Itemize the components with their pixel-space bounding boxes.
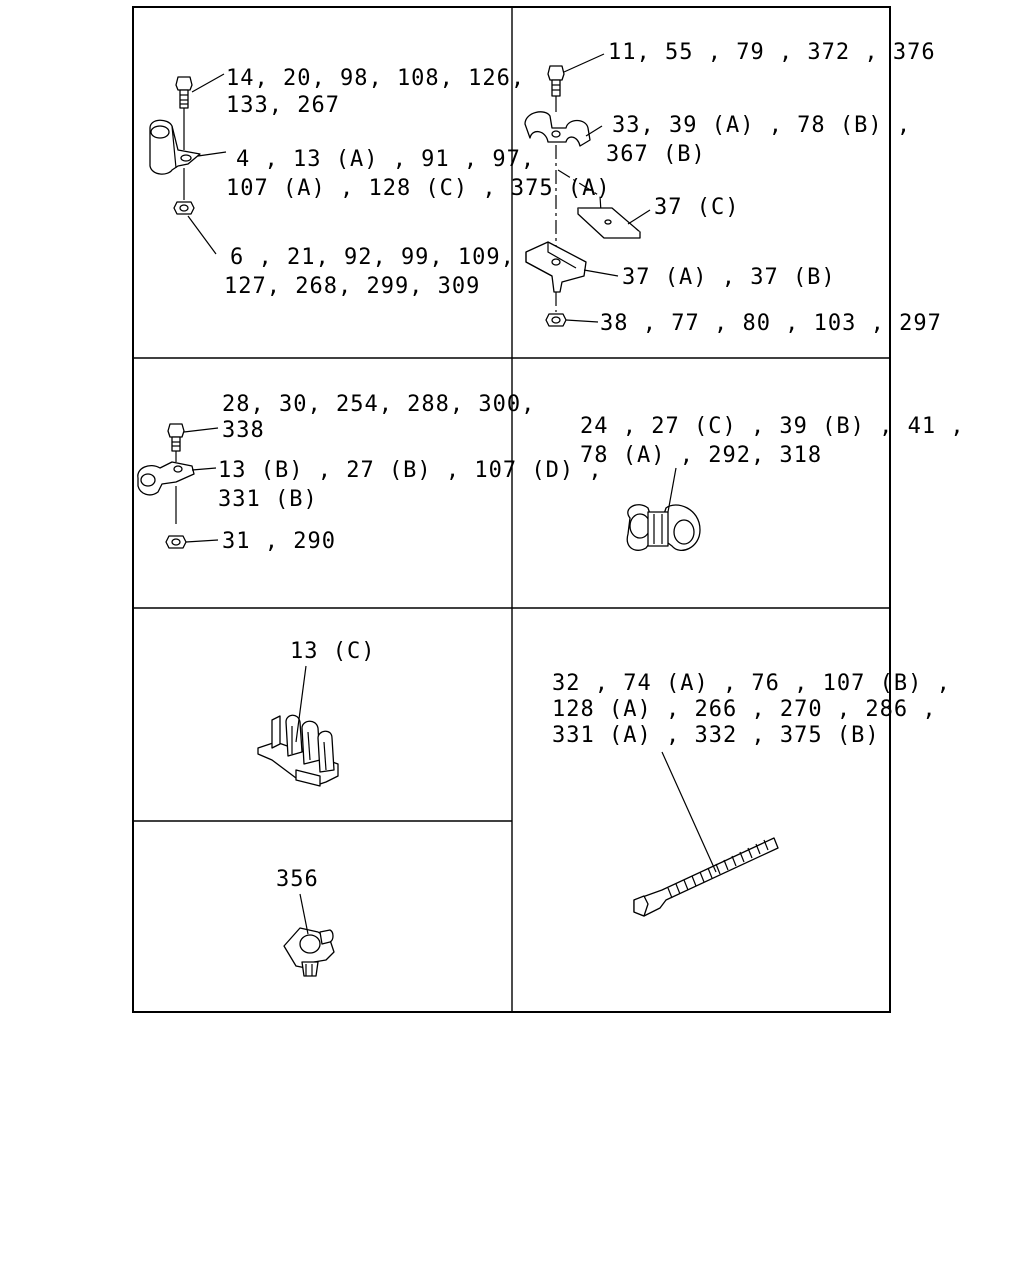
bolt-icon	[175, 76, 193, 150]
label-plate-parts: 37 (C)	[654, 195, 739, 220]
panel-1: 14, 20, 98, 108, 126,133, 267 4 , 13 (A)…	[149, 66, 611, 299]
label-bolt-parts: 28, 30, 254, 288, 300,338	[222, 392, 535, 443]
label-clamp-parts: 4 , 13 (A) , 91 , 97,107 (A) , 128 (C) ,…	[226, 147, 611, 201]
label-nut-parts: 38 , 77 , 80 , 103 , 297	[600, 311, 942, 336]
push-clip-icon	[283, 927, 335, 977]
label-bracket-parts: 37 (A) , 37 (B)	[622, 265, 836, 290]
label-tie-parts: 32 , 74 (A) , 76 , 107 (B) ,128 (A) , 26…	[552, 671, 951, 748]
label-bolt-parts: 11, 55 , 79 , 372 , 376	[608, 40, 936, 65]
panel-4: 24 , 27 (C) , 39 (B) , 41 ,78 (A) , 292,…	[580, 414, 965, 551]
cable-tie-icon	[633, 837, 779, 917]
label-clamp-parts: 33, 39 (A) , 78 (B) ,367 (B)	[606, 113, 911, 167]
label-clamp-parts: 13 (B) , 27 (B) , 107 (D) ,331 (B)	[218, 458, 603, 512]
p-clamp-icon	[149, 119, 201, 175]
nut-icon	[165, 535, 187, 549]
panel-7: 32 , 74 (A) , 76 , 107 (B) ,128 (A) , 26…	[552, 671, 951, 917]
panel-3: 28, 30, 254, 288, 300,338 13 (B) , 27 (B…	[137, 392, 603, 554]
plate-icon	[577, 207, 641, 239]
nut-icon	[545, 313, 567, 327]
label-nut-parts: 6 , 21, 92, 99, 109,127, 268, 299, 309	[224, 245, 515, 299]
bolt-icon	[167, 423, 185, 462]
label-bolt-parts: 14, 20, 98, 108, 126,133, 267	[226, 66, 525, 118]
bracket-icon	[525, 241, 587, 293]
multi-clip-icon	[257, 714, 339, 787]
panel-2: 11, 55 , 79 , 372 , 376 33, 39 (A) , 78 …	[524, 40, 942, 336]
label-clip-parts: 24 , 27 (C) , 39 (B) , 41 ,78 (A) , 292,…	[580, 414, 965, 468]
nut-icon	[173, 201, 195, 215]
label-clip-parts: 13 (C)	[290, 639, 375, 664]
label-nut-parts: 31 , 290	[222, 529, 336, 554]
saddle-clamp-icon	[524, 111, 591, 147]
label-clip-parts: 356	[276, 867, 319, 892]
cable-tie-teeth	[667, 839, 769, 899]
panel-5: 13 (C)	[257, 639, 375, 787]
double-clip-icon	[626, 504, 701, 551]
p-clamp-icon	[137, 461, 195, 496]
panel-6: 356	[276, 867, 335, 977]
bolt-icon	[547, 65, 565, 97]
diagram-frame	[132, 6, 891, 1013]
